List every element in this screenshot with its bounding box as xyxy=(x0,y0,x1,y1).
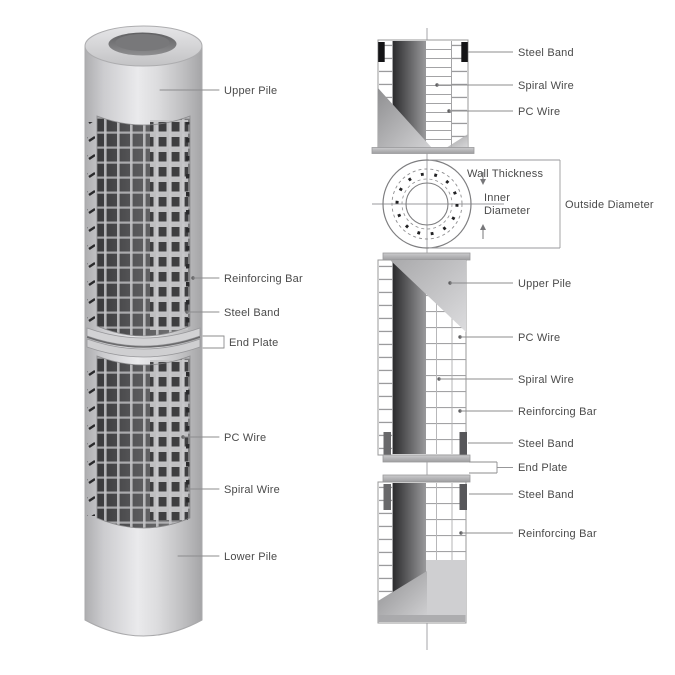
cut-concrete2 xyxy=(393,261,426,454)
spiral-wire-lines xyxy=(426,43,451,145)
label-pc-wire-top: PC Wire xyxy=(518,106,560,118)
shell-ladder-left2 xyxy=(379,261,393,454)
label-upper-pile: Upper Pile xyxy=(224,85,277,97)
wire-dots-lower xyxy=(186,360,193,516)
leader-end-plate: End Plate xyxy=(202,335,279,349)
cage-lower-outline xyxy=(96,355,191,529)
label-wall-thickness: Wall Thickness xyxy=(467,168,543,180)
leader-lower-pile: Lower Pile xyxy=(177,551,277,563)
dashed-circle-outer xyxy=(391,168,463,240)
label-upper-pile-right: Upper Pile xyxy=(518,278,571,290)
leader-upper-pile-right: Upper Pile xyxy=(448,278,571,290)
leader-reinforcing-bar-right: Reinforcing Bar xyxy=(458,406,597,418)
outer-surface-cut-right xyxy=(446,134,468,148)
top-plate-bar xyxy=(382,252,471,261)
leader-pc-wire: PC Wire xyxy=(181,432,266,444)
upper-pile-surface xyxy=(390,260,466,332)
cage-lower-bars xyxy=(97,356,190,528)
shell-ladder-left3 xyxy=(379,483,393,622)
shell-ladder-right xyxy=(452,41,467,147)
label-pc-wire-right: PC Wire xyxy=(518,332,560,344)
outer-surface-cut xyxy=(378,88,432,148)
arrow-down xyxy=(480,179,486,185)
end-plate-bar-upper xyxy=(382,454,471,463)
label-spiral-wire-right: Spiral Wire xyxy=(518,374,574,386)
wire-dots-ring xyxy=(395,172,459,236)
spiral-cut-dashes-upper xyxy=(87,122,95,324)
left-figure-labels: Upper Pile Reinforcing Bar Steel Band En… xyxy=(159,85,303,563)
steel-band-mark-left xyxy=(378,42,385,62)
bottom-shoe xyxy=(378,615,466,622)
leader-end-plate-right: End Plate xyxy=(469,461,568,474)
right-lower-section-illustration xyxy=(377,252,471,624)
label-pc-wire: PC Wire xyxy=(224,432,266,444)
label-reinforcing-bar: Reinforcing Bar xyxy=(224,273,303,285)
label-inner-diameter-line1: Inner xyxy=(484,192,510,204)
steel-band-mark-right xyxy=(461,42,468,62)
label-lower-pile: Lower Pile xyxy=(224,551,277,563)
lower-surface-column xyxy=(426,560,466,622)
right-top-section-illustration xyxy=(371,39,475,154)
steel-band-right3 xyxy=(459,484,467,510)
leader-steel-band-lower-right: Steel Band xyxy=(469,489,574,501)
left-pile-illustration xyxy=(84,25,203,637)
inner-circle xyxy=(405,182,449,226)
leader-pc-wire-top: PC Wire xyxy=(447,106,560,118)
leader-upper-pile: Upper Pile xyxy=(159,85,277,97)
label-end-plate-right: End Plate xyxy=(518,462,568,474)
arrow-up xyxy=(480,224,486,230)
leader-steel-band-top: Steel Band xyxy=(468,47,574,59)
label-steel-band-upper-right: Steel Band xyxy=(518,438,574,450)
cross-section-dimensions: Wall Thickness Inner Diameter Outside Di… xyxy=(429,159,654,249)
label-end-plate: End Plate xyxy=(229,337,279,349)
end-plate-bar xyxy=(371,147,475,154)
leader-spiral-wire: Spiral Wire xyxy=(185,484,280,496)
label-steel-band: Steel Band xyxy=(224,307,280,319)
steel-band-left2 xyxy=(383,432,391,455)
pile-hollow-core-inner xyxy=(115,34,170,51)
label-spiral-wire-top: Spiral Wire xyxy=(518,80,574,92)
cross-section-illustration xyxy=(372,159,504,249)
leader-pc-wire-right: PC Wire xyxy=(458,332,560,344)
leader-spiral-wire-right: Spiral Wire xyxy=(437,374,574,386)
leader-spiral-wire-top: Spiral Wire xyxy=(435,80,574,92)
outer-circle xyxy=(382,159,472,249)
cage-upper-outline xyxy=(96,115,191,337)
label-reinforcing-bar-lower-right: Reinforcing Bar xyxy=(518,528,597,540)
leader-steel-band-upper-right: Steel Band xyxy=(468,438,574,450)
leader-reinforcing-bar-lower-right: Reinforcing Bar xyxy=(459,528,597,540)
spiral-cut-dashes-lower xyxy=(87,360,95,516)
wire-dots-upper xyxy=(186,122,193,324)
end-plate-seam xyxy=(86,336,201,348)
label-spiral-wire: Spiral Wire xyxy=(224,484,280,496)
label-outside-diameter: Outside Diameter xyxy=(565,199,654,211)
label-inner-diameter-line2: Diameter xyxy=(484,205,530,217)
right-top-section-labels: Steel Band Spiral Wire PC Wire xyxy=(435,47,574,118)
dashed-circle-inner xyxy=(401,178,453,230)
steel-band-right2 xyxy=(459,432,467,455)
label-steel-band-top: Steel Band xyxy=(518,47,574,59)
cage-upper-bars xyxy=(97,116,190,336)
leader-reinforcing-bar: Reinforcing Bar xyxy=(191,273,303,285)
lower-surface-cut xyxy=(378,571,427,622)
label-reinforcing-bar-right: Reinforcing Bar xyxy=(518,406,597,418)
end-plate-lower xyxy=(86,338,201,358)
end-plate-upper xyxy=(86,327,201,347)
label-steel-band-lower-right: Steel Band xyxy=(518,489,574,501)
leader-steel-band: Steel Band xyxy=(185,307,280,319)
end-plate-bar-lower xyxy=(382,474,471,483)
steel-band-left3 xyxy=(383,484,391,510)
right-lower-section-labels: Upper Pile PC Wire Spiral Wire Reinforci… xyxy=(437,278,597,540)
